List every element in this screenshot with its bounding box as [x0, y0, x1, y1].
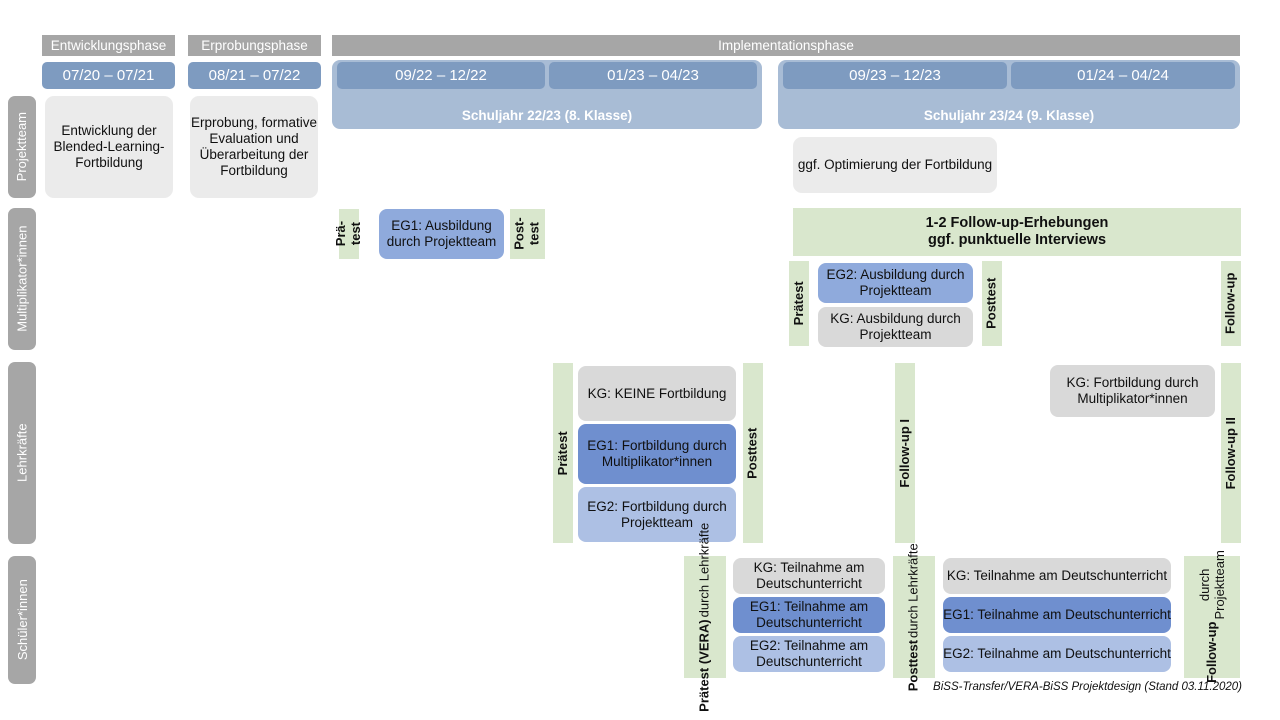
- footer-note: BiSS-Transfer/VERA-BiSS Projektdesign (S…: [933, 681, 1242, 693]
- school-year-band-2223: 09/22 – 12/22 01/23 – 04/23 Schuljahr 22…: [332, 60, 762, 129]
- actor-text: Lehrkräfte: [14, 423, 30, 483]
- multiplikatoren-eg1-box: EG1: Ausbildung durch Projektteam: [379, 209, 504, 259]
- lehrkraefte-kg-fortbildung-box: KG: Fortbildung durch Multiplikator*inne…: [1050, 365, 1215, 417]
- schueler-eg1-left-box: EG1: Teilnahme am Deutschunterricht: [733, 597, 885, 633]
- date-bar-0124-0424: 01/24 – 04/24: [1011, 62, 1235, 89]
- praetest-label: Prätest: [790, 281, 806, 326]
- multiplikatoren-posttest-band-right: Posttest: [982, 261, 1002, 346]
- lehrkraefte-posttest-band: Posttest: [743, 363, 763, 543]
- projektteam-optimierung-box: ggf. Optimierung der Fortbildung: [793, 137, 997, 193]
- praetest-main-label: Prätest (VERA): [696, 619, 712, 712]
- date-bar-0123-0423: 01/23 – 04/23: [549, 62, 757, 89]
- date-bar-label: 01/24 – 04/24: [1077, 66, 1169, 84]
- phase-header-label: Entwicklungsphase: [50, 37, 167, 53]
- date-bar-label: 07/20 – 07/21: [62, 66, 155, 84]
- phase-header-label: Erprobungsphase: [201, 37, 308, 53]
- date-bar-0720-0721: 07/20 – 07/21: [42, 62, 175, 89]
- lehrkraefte-eg1-label: EG1: Fortbildung durch Multiplikator*inn…: [587, 438, 727, 469]
- followup2-label: Follow-up II: [1222, 416, 1238, 490]
- multiplikatoren-eg2-box: EG2: Ausbildung durch Projektteam: [818, 263, 973, 303]
- schueler-eg1-left-label: EG1: Teilnahme am Deutschunterricht: [749, 599, 869, 630]
- multiplikatoren-eg1-label: EG1: Ausbildung durch Projektteam: [386, 218, 497, 249]
- multiplikatoren-followup-band: Follow-up: [1221, 261, 1241, 346]
- lehrkraefte-kg-fortbildung-label: KG: Fortbildung durch Multiplikator*inne…: [1066, 375, 1199, 406]
- praetest-label: Prätest: [554, 430, 570, 476]
- actor-label-projektteam: Projektteam: [8, 96, 36, 198]
- multiplikatoren-praetest-band-right: Prätest: [789, 261, 809, 346]
- lehrkraefte-kg-keine-box: KG: KEINE Fortbildung: [578, 366, 736, 421]
- date-bar-label: 01/23 – 04/23: [607, 66, 699, 84]
- phase-header-label: Implementationsphase: [718, 37, 854, 53]
- schueler-kg-left-label: KG: Teilnahme am Deutschunterricht: [753, 560, 865, 591]
- schueler-kg-left-box: KG: Teilnahme am Deutschunterricht: [733, 558, 885, 594]
- phase-header-entwicklungsphase: Entwicklungsphase: [42, 35, 175, 56]
- projektteam-entwicklung-label: Entwicklung der Blended-Learning-Fortbil…: [53, 123, 165, 170]
- followup-banner-line1: 1-2 Follow-up-Erhebungen: [925, 214, 1109, 231]
- praetest-line2: test: [348, 222, 364, 246]
- actor-text: Multiplikator*innen: [14, 225, 30, 333]
- date-bar-0821-0722: 08/21 – 07/22: [188, 62, 321, 89]
- schueler-kg-right-box: KG: Teilnahme am Deutschunterricht: [943, 558, 1171, 594]
- multiplikatoren-praetest-band-left: Prä- test: [333, 209, 363, 259]
- lehrkraefte-praetest-band: Prätest: [553, 363, 573, 543]
- actor-text: Projektteam: [14, 112, 30, 182]
- praetest-sub-label: durch Lehrkräfte: [696, 522, 712, 618]
- multiplikatoren-kg-label: KG: Ausbildung durch Projektteam: [830, 311, 961, 342]
- projektteam-entwicklung-box: Entwicklung der Blended-Learning-Fortbil…: [45, 96, 173, 198]
- schueler-praetest-band: Prätest (VERA) durch Lehrkräfte: [684, 522, 726, 712]
- lehrkraefte-eg2-box: EG2: Fortbildung durch Projektteam: [578, 487, 736, 542]
- projektteam-optimierung-label: ggf. Optimierung der Fortbildung: [797, 157, 993, 173]
- date-bar-label: 08/21 – 07/22: [208, 66, 301, 84]
- school-year-label: Schuljahr 22/23 (8. Klasse): [461, 108, 633, 123]
- posttest-main-label: Posttest: [905, 639, 921, 691]
- lehrkraefte-eg2-label: EG2: Fortbildung durch Projektteam: [587, 498, 727, 530]
- followup-main-label: Follow-up: [1203, 622, 1219, 684]
- schueler-eg2-left-box: EG2: Teilnahme am Deutschunterricht: [733, 636, 885, 672]
- lehrkraefte-followup2-band: Follow-up II: [1221, 363, 1241, 543]
- lehrkraefte-kg-keine-label: KG: KEINE Fortbildung: [587, 385, 727, 401]
- lehrkraefte-eg1-box: EG1: Fortbildung durch Multiplikator*inn…: [578, 424, 736, 484]
- date-bar-0923-1223: 09/23 – 12/23: [783, 62, 1007, 89]
- schueler-followup-band: Follow-up durch Projektteam: [1184, 551, 1240, 683]
- projektteam-erprobung-label: Erprobung, formative Evaluation und Über…: [190, 115, 318, 178]
- date-bar-0922-1222: 09/22 – 12/22: [337, 62, 545, 89]
- followup1-label: Follow-up I: [896, 418, 912, 488]
- school-year-label: Schuljahr 23/24 (9. Klasse): [923, 108, 1095, 123]
- date-bar-label: 09/23 – 12/23: [849, 66, 941, 84]
- date-bar-label: 09/22 – 12/22: [395, 66, 487, 84]
- multiplikatoren-eg2-label: EG2: Ausbildung durch Projektteam: [826, 267, 965, 298]
- posttest-label: Posttest: [744, 427, 760, 479]
- posttest-line1: Post-: [511, 217, 527, 251]
- followup-sub2-label: Projektteam: [1211, 550, 1226, 620]
- phase-header-erprobungsphase: Erprobungsphase: [188, 35, 321, 56]
- multiplikatoren-followup-banner: 1-2 Follow-up-Erhebungen ggf. punktuelle…: [793, 208, 1241, 256]
- schueler-eg1-right-label: EG1: Teilnahme am Deutschunterricht: [943, 607, 1171, 623]
- posttest-line2: test: [526, 222, 542, 246]
- schueler-kg-right-label: KG: Teilnahme am Deutschunterricht: [946, 568, 1168, 584]
- followup-banner-line2: ggf. punktuelle Interviews: [927, 232, 1107, 248]
- actor-text: Schüler*innen: [14, 579, 30, 661]
- schueler-eg2-right-label: EG2: Teilnahme am Deutschunterricht: [943, 646, 1171, 662]
- projektteam-erprobung-box: Erprobung, formative Evaluation und Über…: [190, 96, 318, 198]
- actor-label-multiplikatorinnen: Multiplikator*innen: [8, 208, 36, 350]
- multiplikatoren-posttest-band-left: Post- test: [510, 209, 545, 259]
- school-year-band-2324: 09/23 – 12/23 01/24 – 04/24 Schuljahr 23…: [778, 60, 1240, 129]
- praetest-line1: Prä-: [333, 221, 349, 247]
- schueler-eg1-right-box: EG1: Teilnahme am Deutschunterricht: [943, 597, 1171, 633]
- actor-label-lehrkraefte: Lehrkräfte: [8, 362, 36, 544]
- posttest-sub-label: durch Lehrkräfte: [905, 543, 921, 638]
- followup-label: Follow-up: [1222, 272, 1238, 335]
- schueler-eg2-left-label: EG2: Teilnahme am Deutschunterricht: [749, 638, 869, 669]
- posttest-label: Posttest: [983, 277, 999, 330]
- actor-label-schuelerinnen: Schüler*innen: [8, 556, 36, 684]
- multiplikatoren-kg-box: KG: Ausbildung durch Projektteam: [818, 307, 973, 347]
- followup-sub1-label: durch: [1196, 569, 1212, 602]
- phase-header-implementationsphase: Implementationsphase: [332, 35, 1240, 56]
- schueler-eg2-right-box: EG2: Teilnahme am Deutschunterricht: [943, 636, 1171, 672]
- schueler-posttest-band: Posttest durch Lehrkräfte: [893, 543, 935, 691]
- lehrkraefte-followup1-band: Follow-up I: [895, 363, 915, 543]
